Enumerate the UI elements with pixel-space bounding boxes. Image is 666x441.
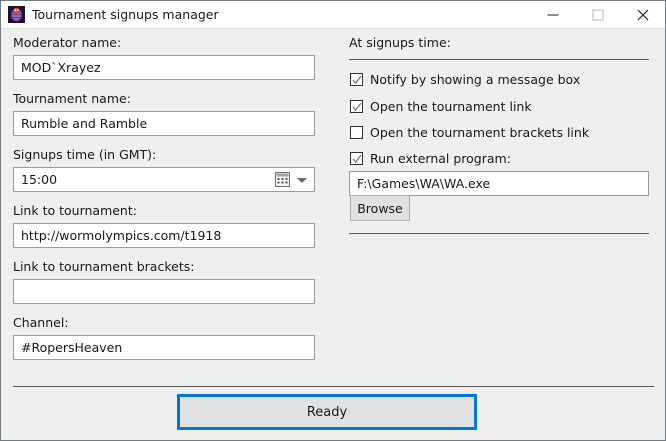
window-content: Moderator name: Tournament name: Signups… <box>1 29 665 440</box>
checkbox-box[interactable] <box>350 73 363 86</box>
channel-input[interactable] <box>13 335 315 360</box>
signups-time-input[interactable]: 15:00 <box>13 167 315 192</box>
label-channel: Channel: <box>13 315 69 330</box>
tournament-name-input[interactable] <box>13 111 315 136</box>
tournament-link-input[interactable] <box>13 223 315 248</box>
check-icon <box>352 102 362 111</box>
calendar-icon[interactable] <box>275 172 290 187</box>
title-bar: Tournament signups manager <box>1 1 665 29</box>
maximize-icon <box>592 9 603 20</box>
label-tournament-name: Tournament name: <box>13 91 131 106</box>
checkbox-box[interactable] <box>350 152 363 165</box>
label-moderator-name: Moderator name: <box>13 35 122 50</box>
label-signups-time: Signups time (in GMT): <box>13 147 157 162</box>
brackets-link-input[interactable] <box>13 279 315 304</box>
checkbox-box[interactable] <box>350 126 363 139</box>
external-program-path-input[interactable] <box>349 171 649 196</box>
chevron-down-icon[interactable] <box>297 178 307 183</box>
maximize-button[interactable] <box>575 1 620 28</box>
separator-top <box>349 59 649 60</box>
window-title: Tournament signups manager <box>32 7 219 22</box>
browse-button[interactable]: Browse <box>350 195 410 221</box>
moderator-name-input[interactable] <box>13 55 315 80</box>
checkbox-label: Open the tournament link <box>370 99 532 114</box>
separator-right-bottom <box>349 233 649 234</box>
worm-app-icon <box>8 6 25 23</box>
close-icon <box>637 9 648 20</box>
close-button[interactable] <box>620 1 665 28</box>
checkbox-box[interactable] <box>350 100 363 113</box>
minimize-button[interactable] <box>530 1 575 28</box>
signups-time-value: 15:00 <box>21 172 58 187</box>
ready-button[interactable]: Ready <box>177 394 477 430</box>
check-icon <box>352 75 362 84</box>
separator-footer <box>13 386 654 387</box>
at-signups-time-heading: At signups time: <box>349 35 451 50</box>
check-icon <box>352 154 362 163</box>
minimize-icon <box>547 14 558 15</box>
checkbox-label: Notify by showing a message box <box>370 72 581 87</box>
label-link-brackets: Link to tournament brackets: <box>13 259 195 274</box>
checkbox-label: Run external program: <box>370 151 511 166</box>
checkbox-label: Open the tournament brackets link <box>370 125 590 140</box>
label-link-tournament: Link to tournament: <box>13 203 137 218</box>
